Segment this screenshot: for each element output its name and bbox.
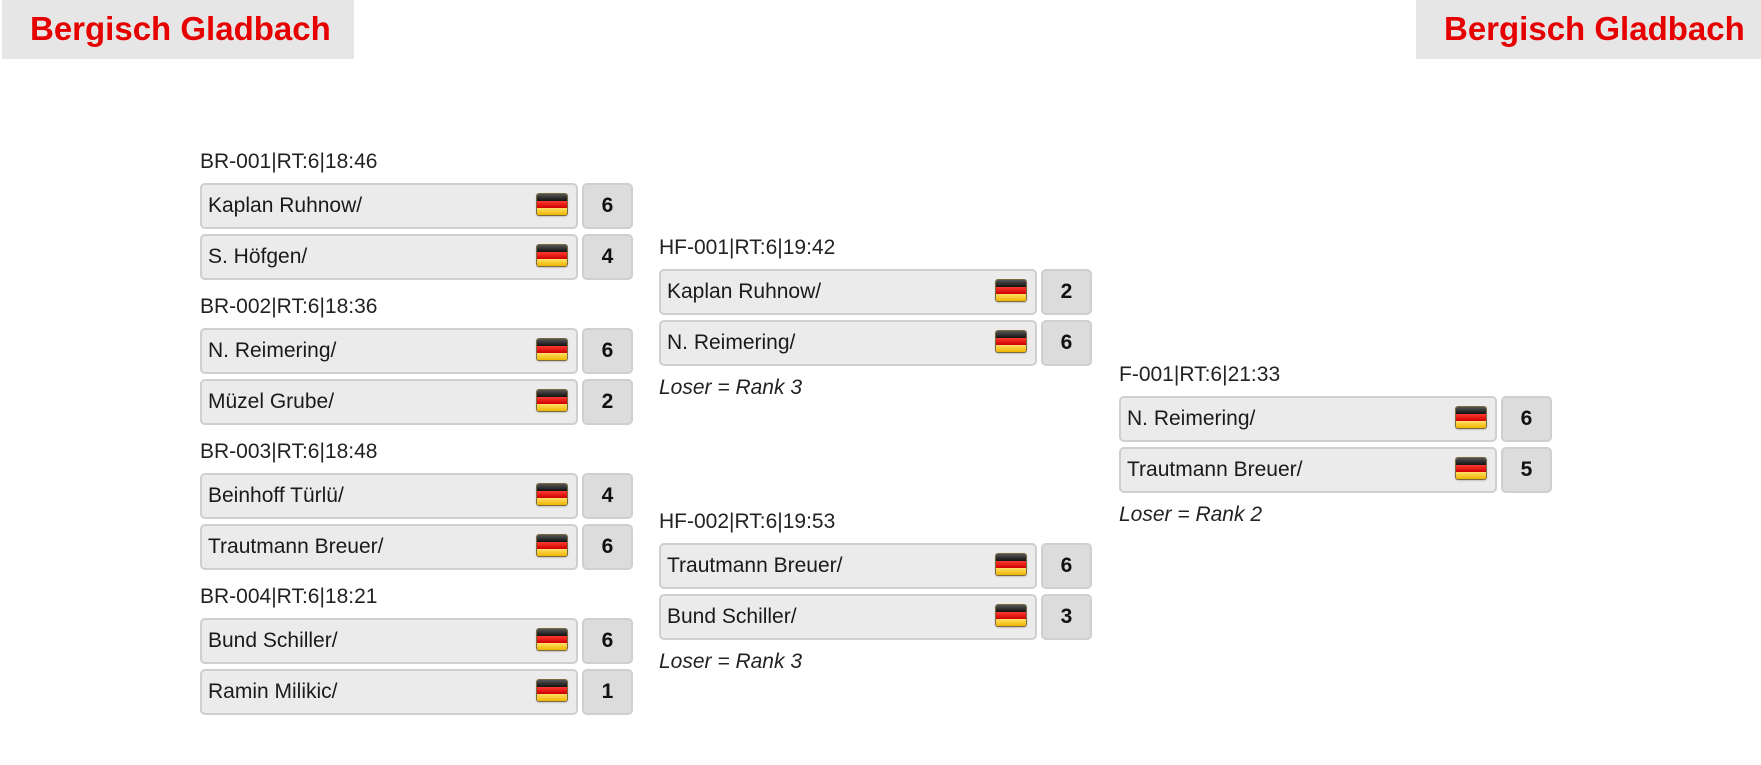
team-name-box[interactable]: Kaplan Ruhnow/ — [200, 183, 578, 229]
team-row[interactable]: Trautmann Breuer/ 6 — [200, 524, 660, 570]
team-score: 2 — [1041, 269, 1092, 315]
match-title: BR-003|RT:6|18:48 — [200, 440, 378, 463]
team-name-box[interactable]: Trautmann Breuer/ — [1119, 447, 1497, 493]
team-row[interactable]: Kaplan Ruhnow/ 6 — [200, 183, 660, 229]
brand-logo-right: Bergisch Gladbach — [1416, 0, 1761, 59]
rank-note: Loser = Rank 3 — [659, 650, 803, 673]
germany-flag-icon — [996, 280, 1026, 301]
team-score: 6 — [582, 183, 633, 229]
germany-flag-icon — [537, 680, 567, 701]
team-score: 6 — [582, 328, 633, 374]
team-name: Trautmann Breuer/ — [1127, 458, 1303, 481]
team-row[interactable]: Müzel Grube/ 2 — [200, 379, 660, 425]
brand-logo-left: Bergisch Gladbach — [2, 0, 354, 59]
match-br-001: BR-001|RT:6|18:46 Kaplan Ruhnow/ 6 S. Hö… — [200, 146, 660, 280]
team-name-box[interactable]: N. Reimering/ — [1119, 396, 1497, 442]
team-name: N. Reimering/ — [1127, 407, 1256, 430]
team-row[interactable]: Bund Schiller/ 3 — [659, 594, 1119, 640]
match-br-002: BR-002|RT:6|18:36 N. Reimering/ 6 Müzel … — [200, 291, 660, 425]
team-name: Kaplan Ruhnow/ — [208, 194, 363, 217]
team-row[interactable]: Kaplan Ruhnow/ 2 — [659, 269, 1119, 315]
germany-flag-icon — [537, 245, 567, 266]
team-row[interactable]: N. Reimering/ 6 — [1119, 396, 1579, 442]
team-score: 2 — [582, 379, 633, 425]
match-hf-002: HF-002|RT:6|19:53 Trautmann Breuer/ 6 Bu… — [659, 506, 1119, 674]
germany-flag-icon — [537, 484, 567, 505]
match-title: F-001|RT:6|21:33 — [1119, 363, 1281, 386]
germany-flag-icon — [537, 390, 567, 411]
match-title: BR-004|RT:6|18:21 — [200, 585, 378, 608]
team-name-box[interactable]: N. Reimering/ — [200, 328, 578, 374]
team-name: S. Höfgen/ — [208, 245, 308, 268]
team-row[interactable]: Ramin Milikic/ 1 — [200, 669, 660, 715]
match-title: BR-001|RT:6|18:46 — [200, 150, 378, 173]
match-hf-001: HF-001|RT:6|19:42 Kaplan Ruhnow/ 2 N. Re… — [659, 232, 1119, 400]
team-row[interactable]: Bund Schiller/ 6 — [200, 618, 660, 664]
rank-note: Loser = Rank 2 — [1119, 503, 1263, 526]
team-score: 5 — [1501, 447, 1552, 493]
team-name-box[interactable]: Bund Schiller/ — [200, 618, 578, 664]
match-br-003: BR-003|RT:6|18:48 Beinhoff Türlü/ 4 Trau… — [200, 436, 660, 570]
match-title: BR-002|RT:6|18:36 — [200, 295, 378, 318]
team-score: 6 — [1041, 543, 1092, 589]
team-row[interactable]: Trautmann Breuer/ 5 — [1119, 447, 1579, 493]
team-name: Bund Schiller/ — [208, 629, 338, 652]
team-score: 6 — [1501, 396, 1552, 442]
team-name: Ramin Milikic/ — [208, 680, 338, 703]
team-score: 4 — [582, 234, 633, 280]
team-name: Müzel Grube/ — [208, 390, 335, 413]
germany-flag-icon — [537, 339, 567, 360]
team-row[interactable]: S. Höfgen/ 4 — [200, 234, 660, 280]
team-name-box[interactable]: Ramin Milikic/ — [200, 669, 578, 715]
team-score: 6 — [582, 524, 633, 570]
team-name: N. Reimering/ — [667, 331, 796, 354]
team-score: 6 — [1041, 320, 1092, 366]
germany-flag-icon — [996, 554, 1026, 575]
match-f-001: F-001|RT:6|21:33 N. Reimering/ 6 Trautma… — [1119, 359, 1579, 527]
team-score: 1 — [582, 669, 633, 715]
team-name-box[interactable]: Bund Schiller/ — [659, 594, 1037, 640]
germany-flag-icon — [537, 629, 567, 650]
team-row[interactable]: Beinhoff Türlü/ 4 — [200, 473, 660, 519]
team-name-box[interactable]: Trautmann Breuer/ — [200, 524, 578, 570]
team-name-box[interactable]: S. Höfgen/ — [200, 234, 578, 280]
team-name: Trautmann Breuer/ — [208, 535, 384, 558]
team-name: Beinhoff Türlü/ — [208, 484, 344, 507]
germany-flag-icon — [1456, 458, 1486, 479]
team-score: 3 — [1041, 594, 1092, 640]
team-name: Trautmann Breuer/ — [667, 554, 843, 577]
match-title: HF-002|RT:6|19:53 — [659, 510, 836, 533]
team-name-box[interactable]: Kaplan Ruhnow/ — [659, 269, 1037, 315]
germany-flag-icon — [996, 605, 1026, 626]
team-name-box[interactable]: Beinhoff Türlü/ — [200, 473, 578, 519]
rank-note: Loser = Rank 3 — [659, 376, 803, 399]
germany-flag-icon — [1456, 407, 1486, 428]
team-name: Kaplan Ruhnow/ — [667, 280, 822, 303]
team-name-box[interactable]: Trautmann Breuer/ — [659, 543, 1037, 589]
team-name-box[interactable]: N. Reimering/ — [659, 320, 1037, 366]
team-name: Bund Schiller/ — [667, 605, 797, 628]
team-score: 4 — [582, 473, 633, 519]
team-row[interactable]: N. Reimering/ 6 — [659, 320, 1119, 366]
team-row[interactable]: N. Reimering/ 6 — [200, 328, 660, 374]
team-name-box[interactable]: Müzel Grube/ — [200, 379, 578, 425]
team-name: N. Reimering/ — [208, 339, 337, 362]
team-row[interactable]: Trautmann Breuer/ 6 — [659, 543, 1119, 589]
match-title: HF-001|RT:6|19:42 — [659, 236, 836, 259]
germany-flag-icon — [996, 331, 1026, 352]
germany-flag-icon — [537, 535, 567, 556]
match-br-004: BR-004|RT:6|18:21 Bund Schiller/ 6 Ramin… — [200, 581, 660, 715]
team-score: 6 — [582, 618, 633, 664]
germany-flag-icon — [537, 194, 567, 215]
